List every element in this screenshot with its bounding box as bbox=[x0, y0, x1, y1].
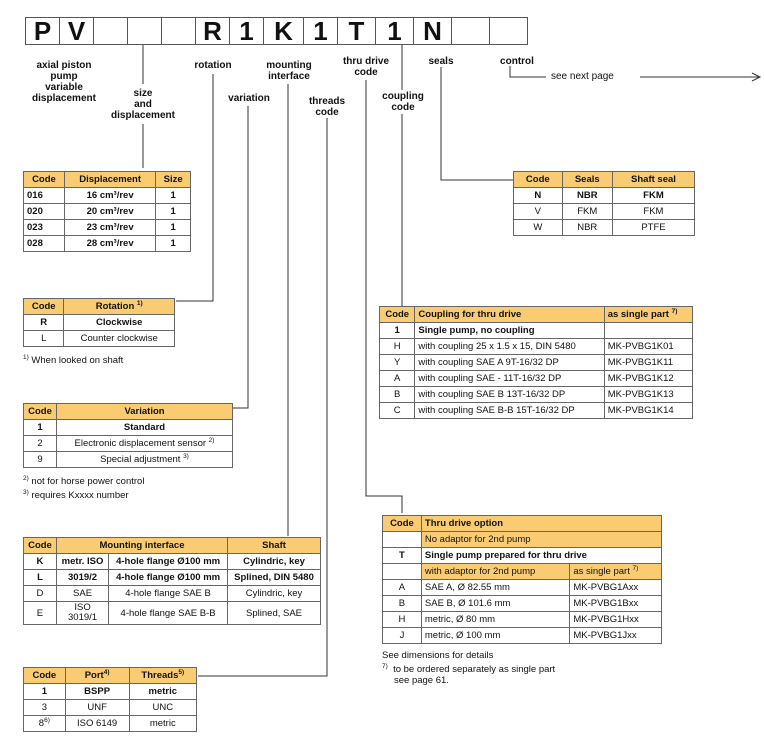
label-variation: variation bbox=[228, 93, 270, 104]
code-box-12: N bbox=[413, 17, 452, 45]
thru-drive-notes: See dimensions for details 7) to be orde… bbox=[382, 650, 556, 687]
label-seals: seals bbox=[428, 56, 454, 67]
code-box-14 bbox=[489, 17, 528, 45]
code-box-10: T bbox=[337, 17, 376, 45]
code-box-11: 1 bbox=[375, 17, 414, 45]
code-box-9: 1 bbox=[303, 17, 338, 45]
variation-notes: 2) not for horse power control 3) requir… bbox=[23, 475, 145, 502]
code-box-2: V bbox=[59, 17, 94, 45]
code-box-1: P bbox=[25, 17, 60, 45]
code-box-3 bbox=[93, 17, 128, 45]
code-box-4 bbox=[127, 17, 162, 45]
label-control: control bbox=[500, 56, 534, 67]
code-box-7: 1 bbox=[229, 17, 264, 45]
code-box-6: R bbox=[195, 17, 230, 45]
label-rotation: rotation bbox=[194, 60, 232, 71]
code-box-8: K bbox=[263, 17, 304, 45]
rotation-note: 1) When looked on shaft bbox=[23, 354, 124, 367]
code-box-13 bbox=[451, 17, 490, 45]
label-see-next-page: see next page bbox=[551, 71, 614, 82]
